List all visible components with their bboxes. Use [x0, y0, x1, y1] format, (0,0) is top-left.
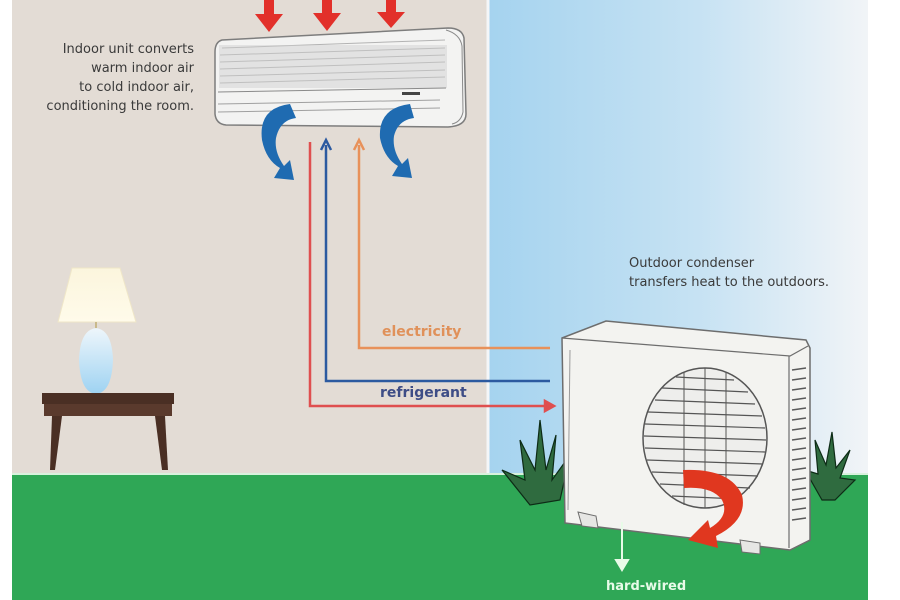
plant-right: [803, 431, 857, 501]
brand-badge: [402, 92, 420, 95]
hot-exhaust-arrow-icon: [683, 469, 743, 548]
refrigerant-label: refrigerant: [380, 385, 467, 401]
caption-line: transfers heat to the outdoors.: [629, 275, 830, 290]
caption-line: Outdoor condenser: [629, 256, 755, 271]
indoor-unit-caption: Indoor unit converts warm indoor air to …: [14, 40, 194, 116]
supply-line: [308, 142, 548, 408]
refrigerant-arrowhead-icon: [319, 137, 333, 151]
cold-air-arrow-icon: [379, 104, 414, 178]
cold-air-arrow-icon: [261, 104, 296, 180]
lamp-base: [79, 328, 113, 393]
indoor-unit: [214, 27, 467, 128]
caption-line: warm indoor air: [91, 61, 194, 76]
electricity-arrowhead-icon: [352, 137, 366, 151]
caption-line: to cold indoor air,: [79, 80, 194, 95]
connection-lines: [308, 137, 557, 414]
side-table: [42, 393, 174, 470]
hot-air-arrow-icon: [313, 0, 341, 31]
hard-wired-label: hard-wired: [606, 579, 687, 594]
caption-line: Indoor unit converts: [62, 42, 194, 57]
caption-line: conditioning the room.: [46, 99, 194, 114]
lamp: [57, 267, 137, 393]
hot-air-arrow-icon: [255, 0, 283, 32]
lamp-shade: [57, 267, 137, 323]
electricity-line: [357, 145, 550, 350]
outdoor-unit-caption: Outdoor condenser transfers heat to the …: [629, 254, 829, 292]
refrigerant-line: [324, 145, 550, 383]
electricity-label: electricity: [382, 324, 462, 340]
supply-arrowhead-icon: [543, 398, 557, 414]
cold-air-arrows: [261, 104, 414, 180]
hot-air-arrows: [255, 0, 405, 32]
outdoor-unit: [561, 320, 811, 555]
hard-wired-arrow-icon: [614, 522, 630, 572]
hot-air-arrow-icon: [377, 0, 405, 28]
